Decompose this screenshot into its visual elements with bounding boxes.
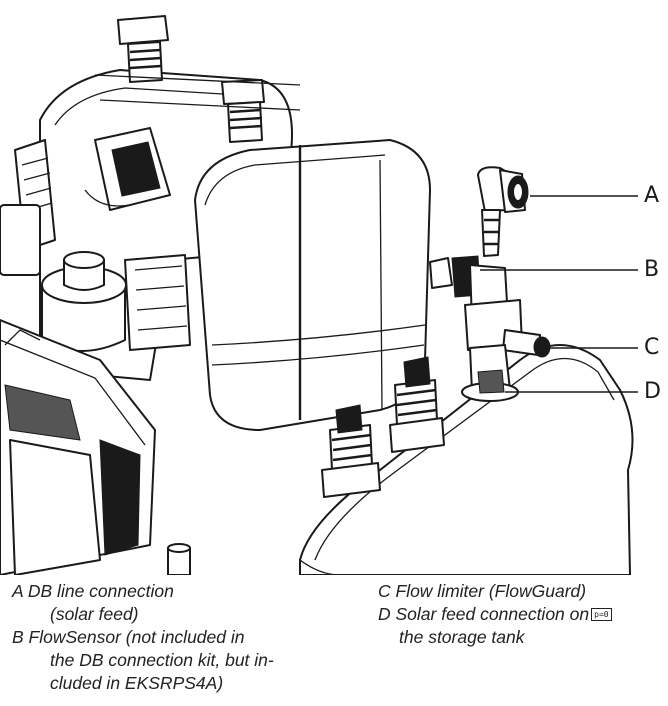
cable-glands — [321, 356, 445, 498]
storage-tank-top — [299, 344, 634, 575]
pump-motor — [41, 251, 191, 352]
top-fittings — [94, 15, 301, 143]
legend-b-line1: B FlowSensor (not included in — [12, 627, 245, 647]
legend-d-line2: the storage tank — [399, 627, 525, 647]
callout-b: B — [644, 257, 660, 282]
legend-b-line2: the DB connection kit, but in- — [50, 650, 274, 670]
legend-right: C Flow limiter (FlowGuard) D Solar feed … — [378, 580, 612, 649]
legend-left: A DB line connection (solar feed) B Flow… — [12, 580, 274, 695]
bottom-small-pipe — [167, 543, 191, 575]
callout-c: C — [644, 335, 660, 360]
legend-a-line2: (solar feed) — [50, 604, 139, 624]
leader-lines — [480, 195, 638, 393]
legend-b-line3: cluded in EKSRPS4A) — [50, 673, 224, 693]
legend-a-line1: A DB line connection — [12, 581, 174, 601]
legend-c-line1: C Flow limiter (FlowGuard) — [378, 581, 587, 601]
callout-a: A — [644, 183, 660, 208]
legend-d-line1: D Solar feed connection on — [378, 604, 590, 624]
central-cube-unit — [194, 139, 431, 431]
technical-drawing: .o { fill: #ffffff; stroke: #1a1a1a; str… — [0, 15, 638, 575]
control-panel — [0, 319, 156, 575]
db-connection-assembly — [429, 166, 551, 402]
pressure-zero-icon: p=0 — [591, 608, 612, 621]
callout-d: D — [644, 379, 661, 404]
